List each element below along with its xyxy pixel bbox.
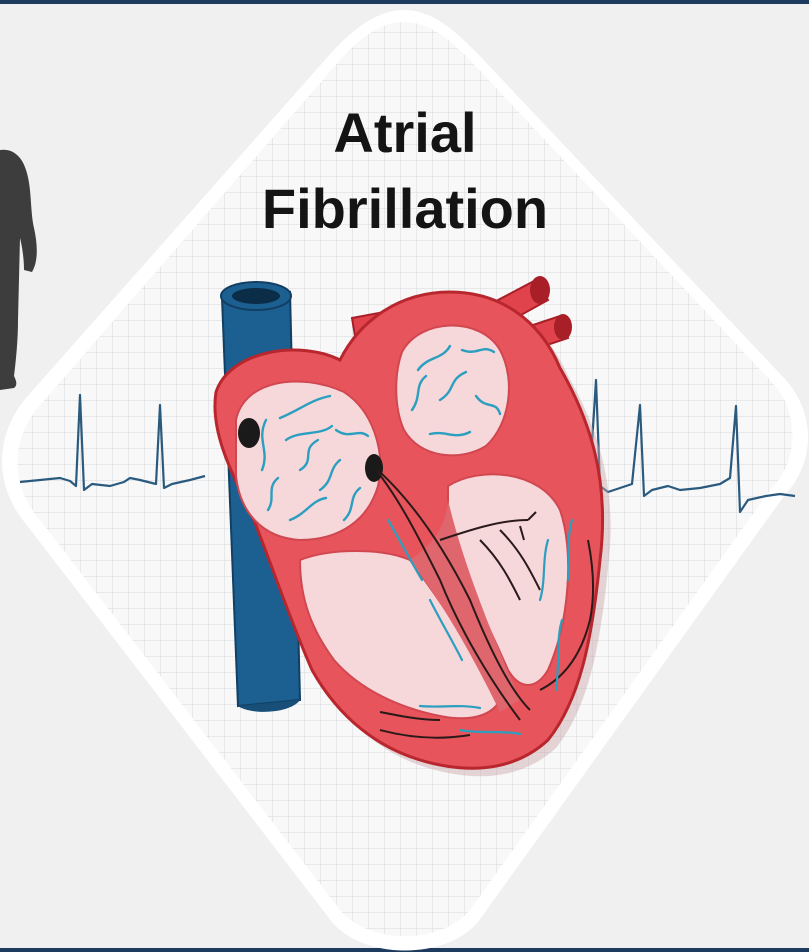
top-frame-line (0, 0, 809, 4)
diagram-title: Atrial Fibrillation (200, 95, 610, 247)
sa-node (238, 418, 260, 448)
title-line-2: Fibrillation (200, 171, 610, 247)
person-silhouette-icon (0, 150, 37, 390)
av-node (365, 454, 383, 482)
title-line-1: Atrial (200, 95, 610, 171)
